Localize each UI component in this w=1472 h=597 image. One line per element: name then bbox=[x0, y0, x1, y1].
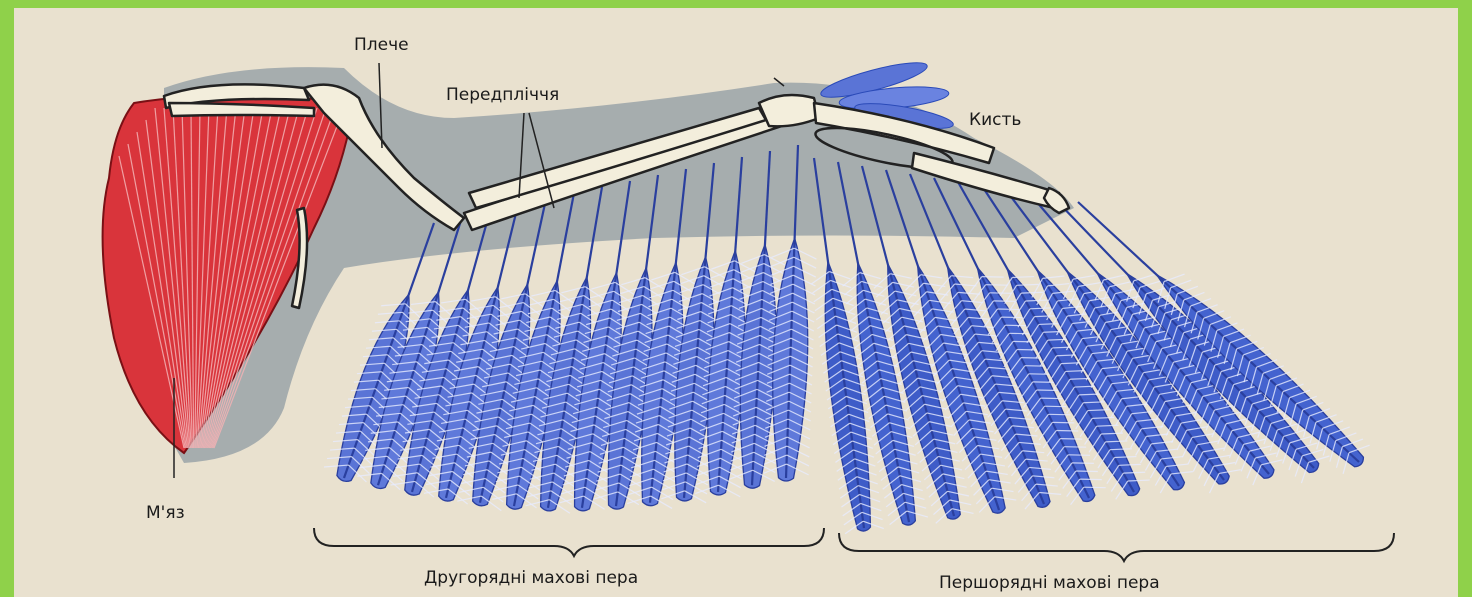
label-forearm: Передпліччя bbox=[446, 85, 559, 105]
diagram-plate: Плече Передпліччя Кисть М'яз Другорядні … bbox=[14, 8, 1458, 597]
braces bbox=[314, 528, 1394, 561]
label-primary-feathers: Першорядні махові пера bbox=[939, 573, 1160, 593]
label-shoulder: Плече bbox=[354, 35, 409, 55]
green-frame-right bbox=[1458, 0, 1472, 597]
label-hand: Кисть bbox=[969, 110, 1021, 130]
label-muscle: М'яз bbox=[146, 503, 185, 523]
label-secondary-feathers: Другорядні махові пера bbox=[424, 568, 638, 588]
green-frame-left bbox=[0, 0, 14, 597]
green-frame-top bbox=[0, 0, 1472, 8]
wing-illustration: Плече Передпліччя Кисть М'яз Другорядні … bbox=[14, 8, 1458, 597]
